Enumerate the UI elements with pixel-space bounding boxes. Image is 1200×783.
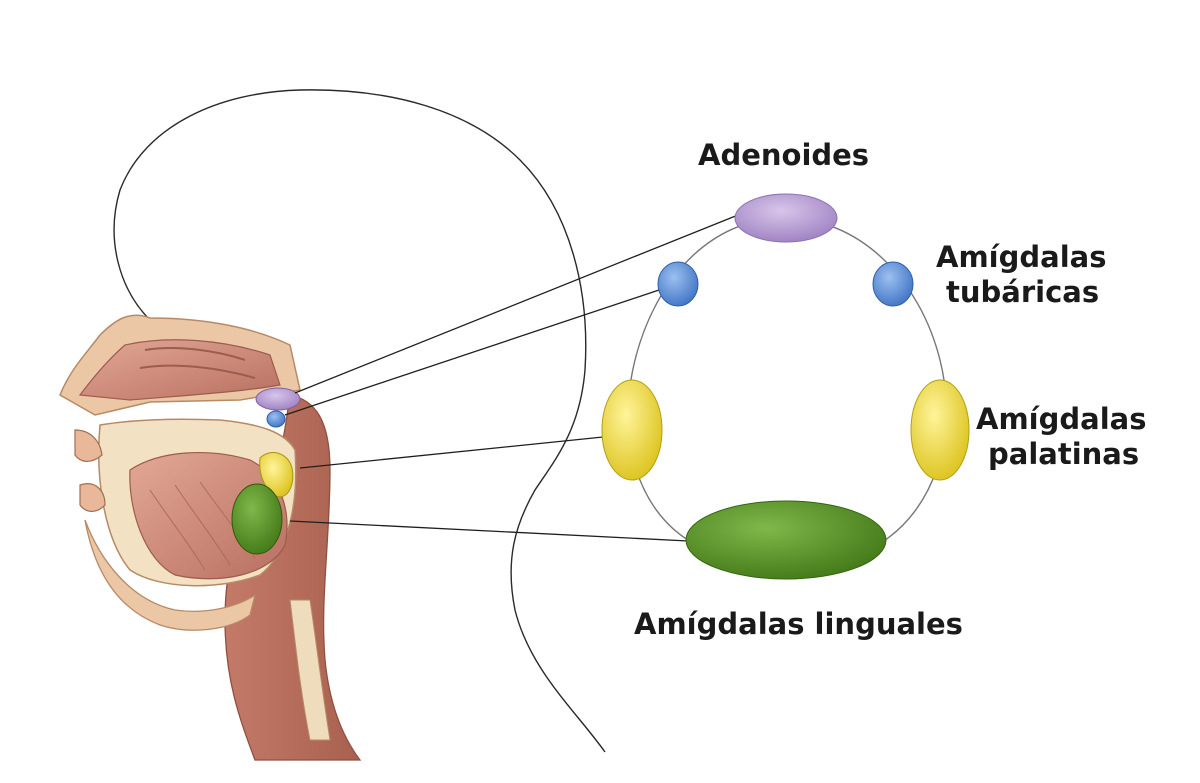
waldeyer-ring [601,193,970,580]
label-linguales: Amígdalas linguales [634,607,963,642]
head-outline [113,89,606,753]
label-linguales-text: Amígdalas linguales [634,607,963,641]
tubaricas-organ [266,410,286,428]
leader-lines [284,214,739,542]
nasal-cavity [59,314,301,416]
palatinas-right-node [910,379,970,481]
tubaricas-left-node [657,261,699,307]
label-palatinas-line2: palatinas [988,436,1140,471]
spine [289,599,331,741]
label-palatinas: Amígdalas palatinas [976,402,1146,472]
adenoides-ring-node [734,193,838,243]
tubaricas-right-node [872,261,914,307]
label-tubaricas-line1: Amígdalas [936,240,1107,274]
adenoides-organ [255,387,301,411]
label-tubaricas: Amígdalas tubáricas [936,240,1106,310]
label-tubaricas-line2: tubáricas [946,274,1100,309]
palatinas-left-node [601,379,663,481]
label-palatinas-line1: Amígdalas [976,402,1147,436]
label-adenoides-text: Adenoides [698,138,870,172]
palatinas-organ [259,452,294,498]
linguales-ring-node [685,500,887,580]
label-adenoides: Adenoides [698,138,869,173]
linguales-organ [231,483,283,555]
